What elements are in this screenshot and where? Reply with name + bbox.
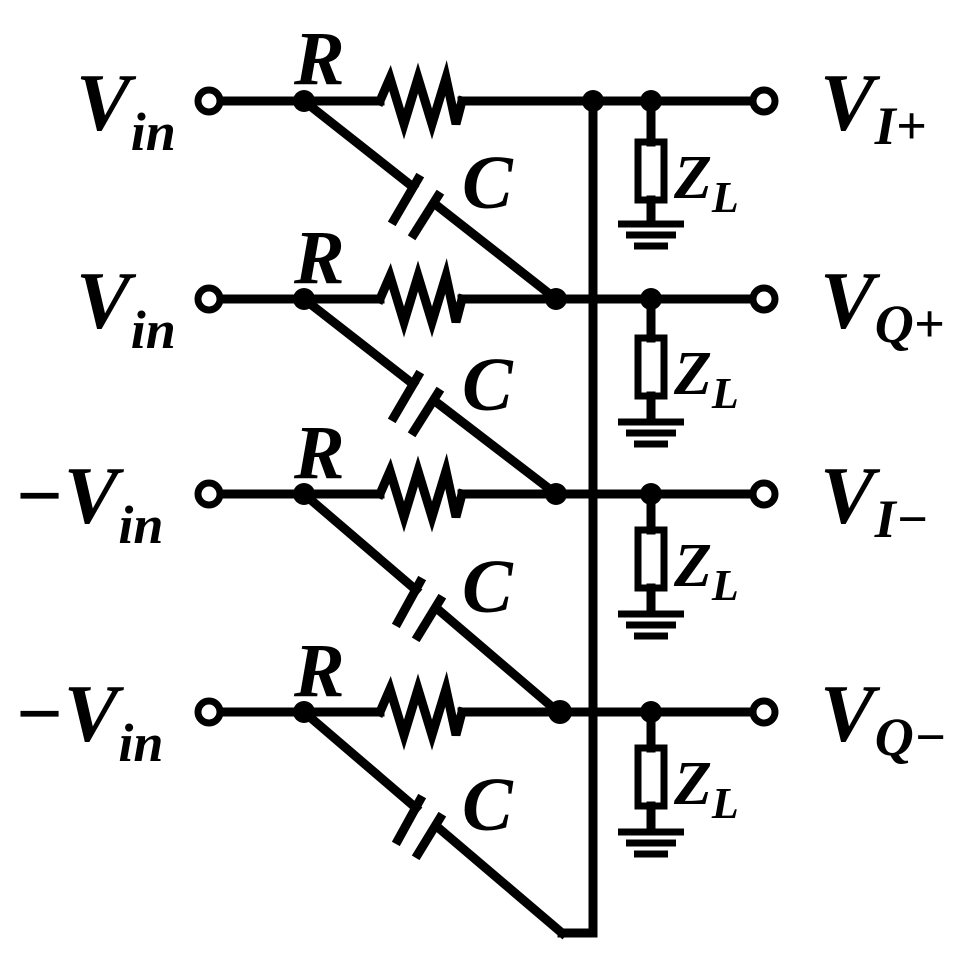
resistor-1: [374, 60, 468, 140]
junction-dots: [293, 90, 662, 724]
capacitor-label-4: C: [462, 763, 514, 847]
component-labels: R R R R C C C C: [293, 17, 514, 847]
resistor-label-2: R: [293, 216, 345, 300]
resistors: [374, 60, 468, 751]
bus-wire: [557, 96, 598, 938]
terminals: [194, 86, 779, 727]
input-terminal-2: [194, 284, 224, 314]
capacitor-label-3: C: [462, 545, 514, 629]
input-label-4: −Vin: [14, 668, 163, 773]
load-label-4: ZL: [673, 750, 739, 828]
output-terminal-4: [749, 697, 779, 727]
input-terminal-3: [194, 479, 224, 509]
capacitor-label-2: C: [462, 343, 514, 427]
output-label-2: VQ+: [820, 255, 944, 354]
input-label-2: Vin: [76, 255, 176, 360]
capacitors: [297, 94, 569, 940]
load-label-3: ZL: [673, 532, 739, 610]
load-labels: ZL ZL ZL ZL: [673, 144, 739, 828]
output-terminal-1: [749, 86, 779, 116]
output-label-3: VI−: [820, 450, 928, 549]
capacitor-label-1: C: [462, 141, 514, 225]
input-labels: Vin Vin −Vin −Vin: [14, 57, 176, 773]
input-terminal-4: [194, 697, 224, 727]
input-terminal-1: [194, 86, 224, 116]
load-1: [618, 96, 684, 250]
capacitor-3: [297, 487, 565, 719]
output-label-1: VI+: [820, 57, 927, 156]
capacitor-4: [297, 705, 569, 940]
capacitor-2: [297, 292, 563, 501]
resistor-3: [374, 453, 468, 533]
output-terminal-3: [749, 479, 779, 509]
resistor-label-1: R: [293, 17, 345, 101]
load-3: [618, 489, 684, 640]
output-label-4: VQ−: [820, 668, 946, 767]
output-terminal-2: [749, 284, 779, 314]
input-label-3: −Vin: [14, 450, 163, 555]
resistor-label-3: R: [293, 411, 345, 495]
load-2: [618, 294, 684, 448]
loads: [618, 96, 684, 858]
resistor-4: [374, 671, 468, 751]
resistor-2: [374, 258, 468, 338]
input-label-1: Vin: [76, 57, 176, 162]
resistor-label-4: R: [293, 629, 345, 713]
load-label-1: ZL: [673, 144, 739, 222]
capacitor-1: [297, 94, 563, 306]
output-labels: VI+ VQ+ VI− VQ−: [820, 57, 946, 767]
load-label-2: ZL: [673, 340, 739, 418]
